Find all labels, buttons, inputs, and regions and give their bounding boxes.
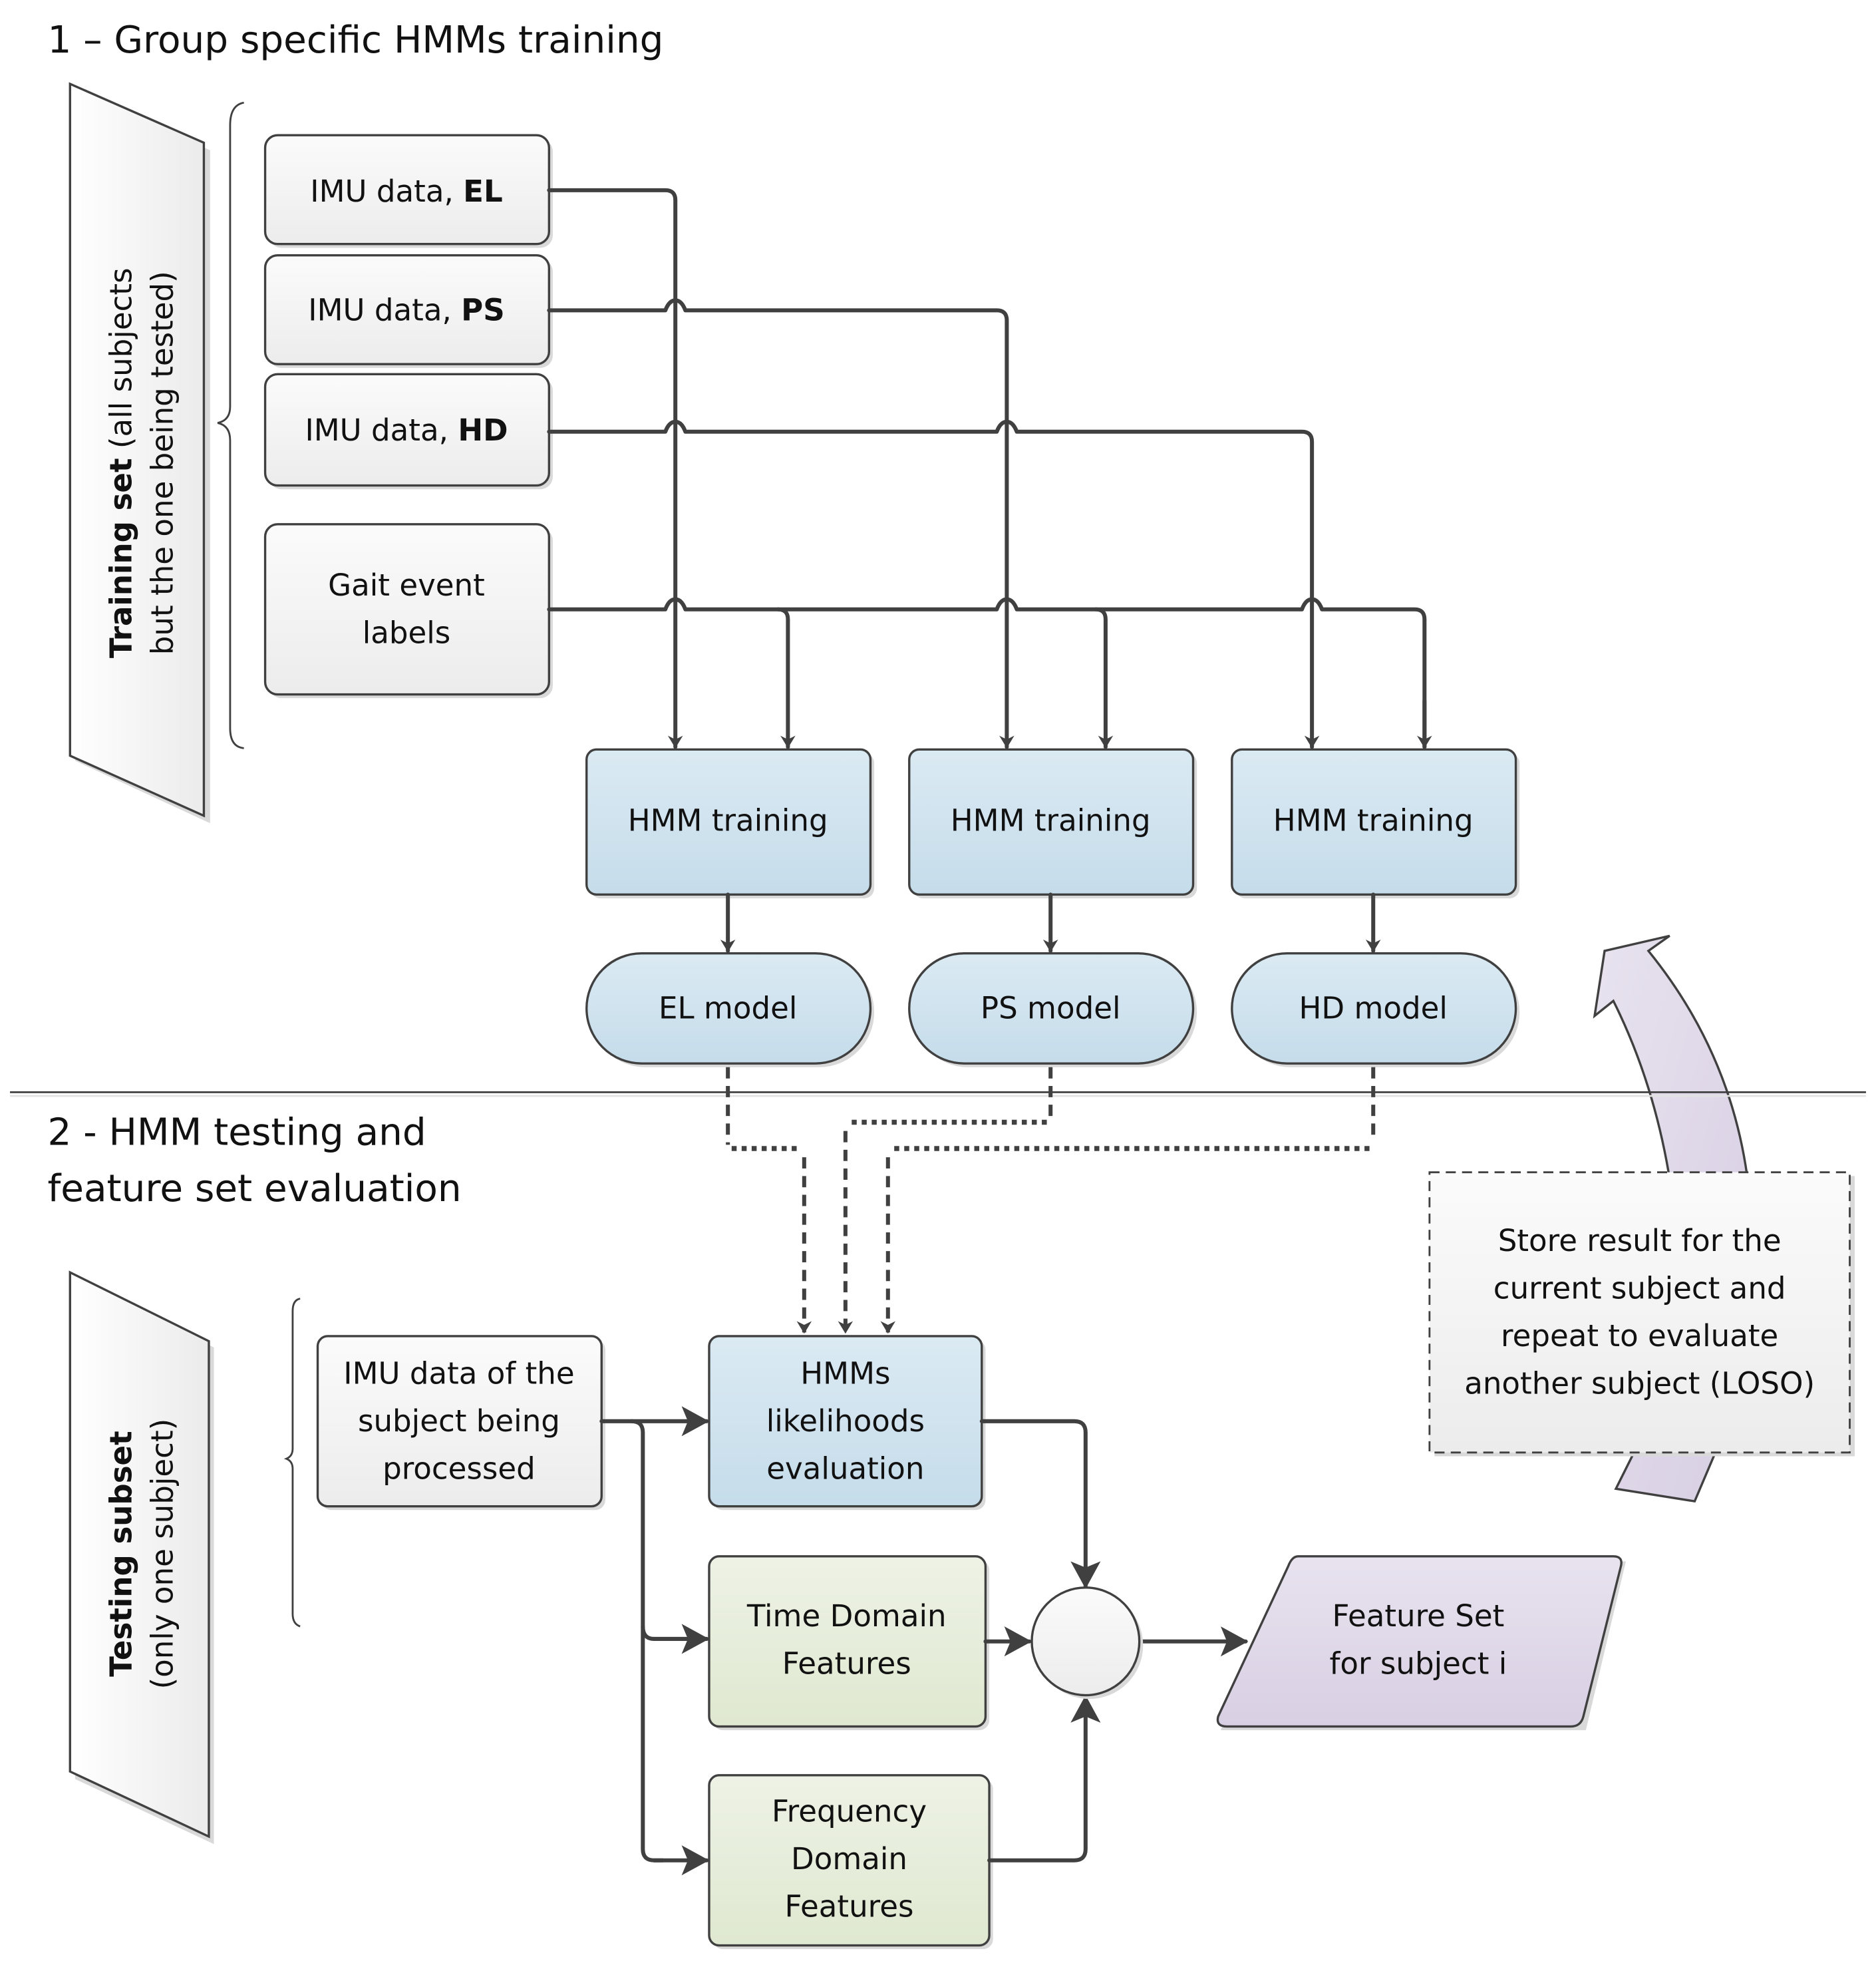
ps-model: PS model: [908, 952, 1197, 1067]
loso-note-line1: Store result for the: [1498, 1223, 1782, 1258]
hmm-training-label-3: HMM training: [1273, 803, 1474, 838]
likelihoods-line3: evaluation: [766, 1451, 924, 1486]
training-set-label-card: Training set (all subjects but the one b…: [69, 82, 210, 824]
hd-model-label: HD model: [1299, 990, 1448, 1025]
feature-set-output: Feature Set for subject i: [1216, 1555, 1626, 1731]
hmm-training-box-3: HMM training: [1231, 748, 1520, 898]
input-hd-prefix: IMU data,: [305, 413, 458, 448]
loso-note-line3: repeat to evaluate: [1501, 1318, 1778, 1353]
section2-title-line1: 2 - HMM testing and: [47, 1111, 426, 1154]
training-brace: [217, 101, 244, 749]
feature-set-line1: Feature Set: [1332, 1598, 1504, 1634]
input-hd-bold: HD: [458, 413, 508, 448]
likelihoods-line1: HMMs: [800, 1355, 890, 1391]
frequency-domain-features-box: Frequency Domain Features: [708, 1774, 993, 1950]
feature-set-line2: for subject i: [1330, 1646, 1507, 1682]
el-model-label: EL model: [659, 990, 797, 1025]
testing-brace: [283, 1298, 301, 1628]
freq-domain-line1: Frequency: [772, 1793, 927, 1829]
testing-subset-label: Testing subset: [103, 1431, 138, 1677]
input-box-ps: IMU data, PS: [263, 254, 553, 368]
gait-label-line2: labels: [363, 615, 451, 650]
imu-subject-line2: subject being: [358, 1403, 560, 1439]
freq-domain-line2: Domain: [791, 1841, 907, 1876]
testing-connectors: [599, 1406, 1249, 1876]
el-model: EL model: [585, 952, 875, 1067]
training-connectors: [547, 188, 1432, 749]
gait-label-line1: Gait event: [328, 568, 485, 603]
input-el-prefix: IMU data,: [310, 174, 463, 209]
testing-subset-label-card: Testing subset (only one subject): [69, 1270, 214, 1845]
loso-note-line2: current subject and: [1493, 1271, 1786, 1306]
model-to-likelihood-connectors: [726, 1067, 1376, 1334]
svg-text:IMU data, EL: IMU data, EL: [310, 174, 502, 209]
likelihoods-line2: likelihoods: [766, 1403, 925, 1439]
hmm-likelihoods-box: HMMs likelihoods evaluation: [708, 1335, 986, 1511]
svg-text:IMU data, PS: IMU data, PS: [308, 292, 504, 327]
training-set-label-rest: (all subjects: [103, 268, 138, 458]
section2-title-line2: feature set evaluation: [47, 1167, 461, 1210]
hmm-training-box-1: HMM training: [585, 748, 875, 898]
freq-domain-line3: Features: [785, 1888, 914, 1924]
gait-event-labels-box: Gait event labels: [263, 523, 553, 699]
svg-text:IMU data, HD: IMU data, HD: [305, 413, 508, 448]
input-ps-bold: PS: [461, 292, 505, 327]
imu-subject-box: IMU data of the subject being processed: [316, 1335, 605, 1511]
time-domain-features-box: Time Domain Features: [708, 1555, 990, 1731]
loso-note-line4: another subject (LOSO): [1464, 1365, 1815, 1401]
hmm-training-box-2: HMM training: [908, 748, 1197, 898]
imu-subject-line3: processed: [383, 1451, 536, 1486]
training-set-label-line2: but the one being tested): [144, 271, 180, 655]
time-domain-line1: Time Domain: [746, 1598, 947, 1634]
hmm-training-label-2: HMM training: [951, 803, 1151, 838]
input-ps-prefix: IMU data,: [308, 292, 461, 327]
ps-model-label: PS model: [981, 990, 1121, 1025]
input-box-hd: IMU data, HD: [263, 373, 553, 490]
training-set-label-bold: Training set: [103, 458, 138, 658]
model-arrows: [720, 892, 1381, 953]
training-set-label: Training set (all subjects: [103, 268, 138, 658]
hmm-training-label-1: HMM training: [628, 803, 828, 838]
testing-subset-label-line2: (only one subject): [144, 1419, 180, 1690]
hd-model: HD model: [1231, 952, 1520, 1067]
input-el-bold: EL: [463, 174, 503, 209]
input-box-el: IMU data, EL: [263, 134, 553, 248]
time-domain-line2: Features: [782, 1646, 911, 1682]
imu-subject-line1: IMU data of the: [343, 1355, 574, 1391]
merge-junction: [1030, 1586, 1144, 1699]
section1-title: 1 – Group specific HMMs training: [47, 19, 663, 62]
loso-note-box: Store result for the current subject and…: [1428, 1171, 1855, 1457]
